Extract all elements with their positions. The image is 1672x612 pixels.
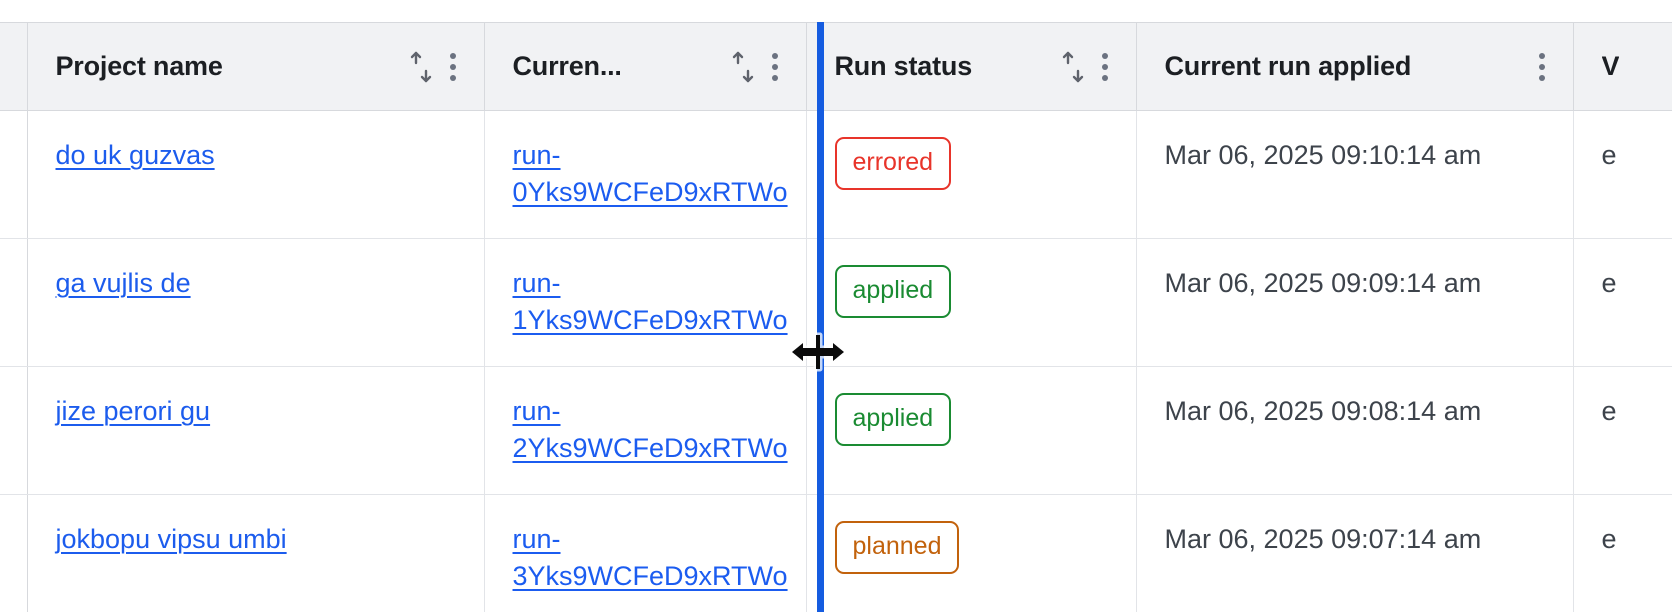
cell-current-run-applied: Mar 06, 2025 09:10:14 am (1136, 110, 1574, 239)
cell-run-status: planned (806, 494, 1137, 612)
table-header: Project name (0, 22, 1672, 111)
next-partial-text: e (1601, 268, 1617, 298)
table-row: jokbopu vipsu umbi run-3Yks9WCFeD9xRTWo … (0, 494, 1672, 612)
column-header-current-run[interactable]: Curren... (484, 22, 807, 111)
column-header-current-run-label: Curren... (512, 51, 622, 81)
kebab-menu-icon[interactable] (1527, 47, 1557, 87)
status-badge: planned (834, 521, 960, 574)
column-header-project-name-label: Project name (55, 51, 223, 81)
next-partial-text: e (1601, 140, 1617, 170)
cell-next-partial: e (1573, 366, 1672, 495)
projects-table: Project name (0, 22, 1672, 612)
kebab-menu-icon[interactable] (1090, 47, 1120, 87)
status-badge: applied (834, 393, 952, 446)
status-badge: errored (834, 137, 952, 190)
cell-project-name: do uk guzvas (27, 110, 485, 239)
cell-next-partial: e (1573, 238, 1672, 367)
cell-run-status: errored (806, 110, 1137, 239)
cell-current-run-applied: Mar 06, 2025 09:09:14 am (1136, 238, 1574, 367)
table-header-row: Project name (0, 22, 1672, 111)
column-header-run-status[interactable]: Run status (806, 22, 1137, 111)
kebab-menu-icon[interactable] (438, 47, 468, 87)
cell-project-name: ga vujlis de (27, 238, 485, 367)
row-select-cell[interactable] (0, 494, 28, 612)
column-header-next-partial[interactable]: V (1573, 22, 1672, 111)
current-run-link[interactable]: run-3Yks9WCFeD9xRTWo (512, 524, 788, 592)
row-select-cell[interactable] (0, 110, 28, 239)
row-select-cell[interactable] (0, 366, 28, 495)
project-name-link[interactable]: jokbopu vipsu umbi (55, 524, 287, 554)
sort-icon[interactable] (404, 47, 438, 87)
table-row: ga vujlis de run-1Yks9WCFeD9xRTWo applie… (0, 238, 1672, 367)
project-name-link[interactable]: ga vujlis de (55, 268, 191, 298)
sort-icon[interactable] (726, 47, 760, 87)
kebab-menu-icon[interactable] (760, 47, 790, 87)
sort-icon[interactable] (1056, 47, 1090, 87)
current-run-applied-text: Mar 06, 2025 09:07:14 am (1164, 524, 1482, 554)
column-header-project-name[interactable]: Project name (27, 22, 485, 111)
current-run-link[interactable]: run-1Yks9WCFeD9xRTWo (512, 268, 788, 336)
cell-run-status: applied (806, 238, 1137, 367)
current-run-applied-text: Mar 06, 2025 09:09:14 am (1164, 268, 1482, 298)
column-header-current-run-applied-label: Current run applied (1164, 51, 1412, 81)
column-header-current-run-applied[interactable]: Current run applied (1136, 22, 1574, 111)
column-header-run-status-label: Run status (834, 51, 973, 81)
current-run-applied-text: Mar 06, 2025 09:08:14 am (1164, 396, 1482, 426)
column-header-next-partial-label: V (1601, 51, 1620, 81)
row-select-cell[interactable] (0, 238, 28, 367)
table-row: do uk guzvas run-0Yks9WCFeD9xRTWo errore… (0, 110, 1672, 239)
cell-current-run-applied: Mar 06, 2025 09:07:14 am (1136, 494, 1574, 612)
cell-next-partial: e (1573, 494, 1672, 612)
table-body: do uk guzvas run-0Yks9WCFeD9xRTWo errore… (0, 110, 1672, 612)
current-run-link[interactable]: run-0Yks9WCFeD9xRTWo (512, 140, 788, 208)
cell-current-run: run-1Yks9WCFeD9xRTWo (484, 238, 807, 367)
cell-current-run: run-2Yks9WCFeD9xRTWo (484, 366, 807, 495)
current-run-link[interactable]: run-2Yks9WCFeD9xRTWo (512, 396, 788, 464)
cell-current-run: run-0Yks9WCFeD9xRTWo (484, 110, 807, 239)
status-badge: applied (834, 265, 952, 318)
cell-run-status: applied (806, 366, 1137, 495)
current-run-applied-text: Mar 06, 2025 09:10:14 am (1164, 140, 1482, 170)
project-name-link[interactable]: do uk guzvas (55, 140, 215, 170)
cell-current-run-applied: Mar 06, 2025 09:08:14 am (1136, 366, 1574, 495)
project-name-link[interactable]: jize perori gu (55, 396, 211, 426)
cell-project-name: jokbopu vipsu umbi (27, 494, 485, 612)
cell-next-partial: e (1573, 110, 1672, 239)
column-header-select[interactable] (0, 22, 28, 111)
next-partial-text: e (1601, 396, 1617, 426)
table-row: jize perori gu run-2Yks9WCFeD9xRTWo appl… (0, 366, 1672, 495)
cell-current-run: run-3Yks9WCFeD9xRTWo (484, 494, 807, 612)
next-partial-text: e (1601, 524, 1617, 554)
cell-project-name: jize perori gu (27, 366, 485, 495)
